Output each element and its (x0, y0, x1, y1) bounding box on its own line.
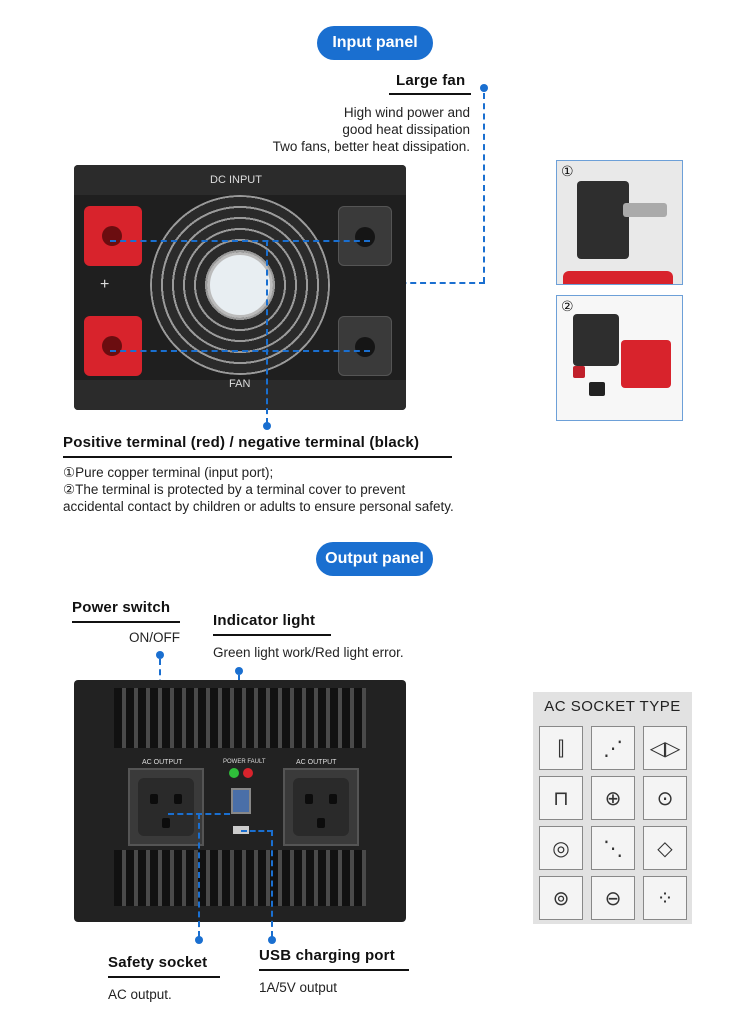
large-fan-heading: Large fan (396, 72, 466, 89)
safety-socket-desc: AC output. (108, 987, 172, 1002)
usb-heading: USB charging port (259, 947, 395, 964)
fan-hub (207, 252, 273, 318)
terminal-covers-image: ② (556, 295, 683, 421)
plug-type-j-icon: ⊙ (643, 776, 687, 820)
plug-type-i-small-icon: ⋱ (591, 826, 635, 870)
power-switch-dot (156, 651, 164, 659)
ac-socket-left (128, 768, 204, 846)
socket-pin (162, 818, 170, 828)
red-cover-piece (621, 340, 671, 388)
plug-type-i-icon: ⋰ (591, 726, 635, 770)
socket-pin (174, 794, 182, 804)
ac-output-label-left: AC OUTPUT (142, 759, 183, 766)
plug-type-d-icon: ⁘ (643, 876, 687, 920)
red-small-cap (573, 366, 585, 378)
large-fan-pointer-dot (480, 84, 488, 92)
input-panel-pill: Input panel (317, 26, 433, 60)
indicator-light-desc: Green light work/Red light error. (213, 645, 404, 660)
plug-type-f-round-icon: ◎ (539, 826, 583, 870)
terminals-desc-line: ②The terminal is protected by a terminal… (63, 482, 406, 497)
ac-socket-type-title: AC SOCKET TYPE (544, 698, 681, 715)
input-panel-label: Input panel (332, 34, 418, 51)
power-switch-rocker[interactable] (231, 788, 251, 814)
dc-input-label: DC INPUT (210, 174, 262, 186)
socket-pin (329, 794, 337, 804)
plug-type-c-icon: ◇ (643, 826, 687, 870)
safety-socket-dot (195, 936, 203, 944)
ac-socket-type-panel: AC SOCKET TYPE ⫿⋰◁▷ ⊓⊕⊙ ◎⋱◇ ⊚⊖⁘ (533, 692, 692, 924)
usb-desc: 1A/5V output (259, 980, 338, 995)
terminal-red-base (563, 271, 673, 284)
terminal-pointer-dot (263, 422, 271, 430)
plug-type-universal-icon: ◁▷ (643, 726, 687, 770)
black-small-cap (589, 382, 605, 396)
positive-terminal-bottom (84, 316, 142, 376)
plug-type-e-icon: ⊕ (591, 776, 635, 820)
badge-one: ① (561, 163, 574, 179)
usb-leader (271, 830, 273, 937)
negative-terminal-bottom (338, 316, 392, 376)
large-fan-desc-line: Two fans, better heat dissipation. (272, 139, 470, 154)
ac-socket-grid: ⫿⋰◁▷ ⊓⊕⊙ ◎⋱◇ ⊚⊖⁘ (539, 726, 687, 920)
terminal-bolt (623, 203, 667, 217)
ac-socket-right (283, 768, 359, 846)
terminal-cover-black (577, 181, 629, 259)
large-fan-desc-line: High wind power and (343, 105, 470, 120)
indicator-light-dot (235, 667, 243, 675)
power-switch-heading: Power switch (72, 599, 171, 616)
negative-terminal-top (338, 206, 392, 266)
terminal-leader-bottom (110, 350, 370, 352)
output-panel-pill: Output panel (316, 542, 433, 576)
safety-socket-heading: Safety socket (108, 954, 208, 971)
safety-socket-underline (108, 976, 220, 978)
fan-label: FAN (229, 378, 251, 390)
plug-type-a-icon: ⫿ (539, 726, 583, 770)
terminals-desc-line: ①Pure copper terminal (input port); (63, 465, 274, 480)
usb-leader-horizontal (241, 830, 273, 832)
terminals-desc-line: accidental contact by children or adults… (63, 499, 454, 514)
terminal-leader-vertical (266, 240, 268, 424)
plug-type-k-icon: ⊚ (539, 876, 583, 920)
terminals-heading: Positive terminal (red) / negative termi… (63, 434, 420, 451)
large-fan-underline (389, 93, 471, 95)
plus-label: + (100, 276, 110, 293)
output-panel-label: Output panel (325, 550, 424, 567)
indicator-light-heading: Indicator light (213, 612, 316, 629)
socket-pin (317, 818, 325, 828)
black-cover-piece (573, 314, 619, 366)
red-indicator-led (243, 768, 253, 778)
socket-pin (150, 794, 158, 804)
ac-output-label-right: AC OUTPUT (296, 759, 337, 766)
terminal-closeup-image: ① (556, 160, 683, 285)
socket-pin (305, 794, 313, 804)
large-fan-description: High wind power and good heat dissipatio… (200, 104, 470, 155)
power-fault-label: POWER FAULT (223, 759, 266, 765)
plug-type-g-icon: ⊓ (539, 776, 583, 820)
badge-two: ② (561, 298, 574, 314)
indicator-light-underline (213, 634, 331, 636)
large-fan-leader-vertical (483, 93, 485, 283)
green-indicator-led (229, 768, 239, 778)
bottom-vent-grill (114, 850, 366, 906)
power-switch-underline (72, 621, 180, 623)
terminal-leader-top (110, 240, 370, 242)
plug-type-schuko-icon: ⊖ (591, 876, 635, 920)
terminals-description: ①Pure copper terminal (input port); ②The… (63, 464, 543, 515)
usb-underline (259, 969, 409, 971)
large-fan-desc-line: good heat dissipation (342, 122, 470, 137)
positive-terminal-top (84, 206, 142, 266)
safety-socket-leader (198, 813, 200, 937)
usb-dot (268, 936, 276, 944)
inverter-top-fin (74, 165, 406, 195)
inverter-bottom-fin (74, 380, 406, 410)
top-vent-grill (114, 688, 366, 748)
terminals-underline (63, 456, 452, 458)
power-switch-desc: ON/OFF (129, 630, 180, 645)
